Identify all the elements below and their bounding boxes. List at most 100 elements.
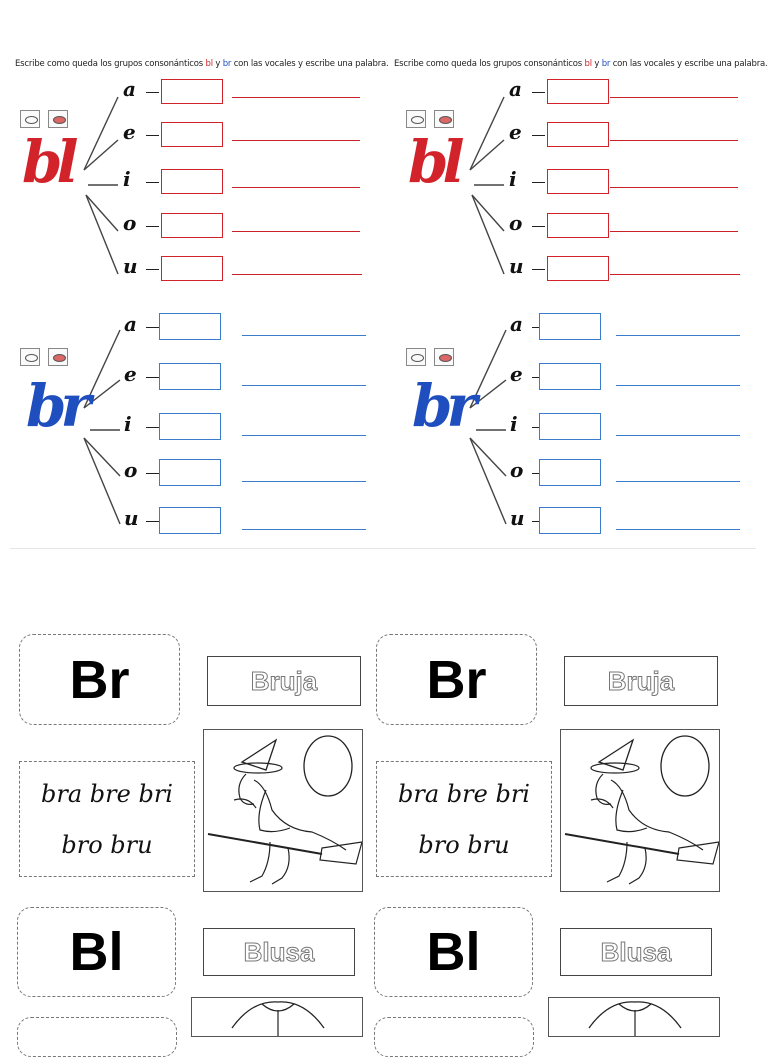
word-box-blusa: Blusa [560, 928, 712, 976]
witch-illustration [203, 729, 363, 892]
word-line-br[interactable] [242, 385, 366, 386]
word-box-bruja: Bruja [207, 656, 361, 706]
word-line-br[interactable] [242, 529, 366, 530]
syllable-box-br[interactable] [159, 459, 221, 486]
syllable-box-bl[interactable] [547, 79, 609, 104]
syllables-row-2: bro bru [418, 830, 510, 859]
syllable-box-bl[interactable] [161, 256, 223, 281]
syllable-box-bl[interactable] [161, 213, 223, 238]
vowel-label: e [123, 120, 136, 144]
vowel-label: o [509, 211, 523, 235]
syllable-box-bl[interactable] [161, 169, 223, 194]
syllable-box-br[interactable] [539, 459, 601, 486]
syllable-box-bl[interactable] [547, 122, 609, 147]
connector-line [469, 379, 507, 409]
dash [532, 135, 545, 136]
word-line-br[interactable] [242, 435, 366, 436]
instruction-part: con las vocales y escribe una palabra. [610, 59, 768, 69]
blouse-illustration [548, 997, 720, 1037]
vowel-label: u [509, 254, 524, 278]
syllable-box-bl[interactable] [161, 79, 223, 104]
dash [146, 226, 159, 227]
connector-line [83, 379, 121, 409]
word-line-bl[interactable] [232, 140, 360, 141]
connector-line [85, 194, 119, 232]
instruction-part: bl [205, 59, 214, 69]
connector-line [83, 437, 121, 525]
dash [532, 182, 545, 183]
connector-line [469, 437, 507, 525]
syllable-box-br[interactable] [159, 507, 221, 534]
dash [532, 521, 545, 522]
syllable-box-br[interactable] [539, 413, 601, 440]
vowel-label: u [510, 506, 525, 530]
syllable-box-bl[interactable] [547, 169, 609, 194]
br-title-card: Br [19, 634, 180, 725]
worksheet-panel: Escribe como queda los grupos consonánti… [378, 0, 768, 548]
word-line-bl[interactable] [232, 231, 360, 232]
word-line-br[interactable] [616, 385, 740, 386]
word-line-br[interactable] [616, 335, 740, 336]
connector-line [83, 437, 121, 477]
word-line-bl[interactable] [610, 187, 738, 188]
word-line-br[interactable] [242, 481, 366, 482]
group-br-label: br [412, 372, 477, 440]
instruction-part: br [222, 59, 232, 69]
connector-line [83, 329, 121, 409]
syllable-box-bl[interactable] [161, 122, 223, 147]
bl-title-card: Bl [374, 907, 533, 997]
br-title-card: Br [376, 634, 537, 725]
syllable-box-bl[interactable] [547, 213, 609, 238]
syllable-box-br[interactable] [539, 363, 601, 390]
instruction-part: bl [584, 59, 593, 69]
instruction-text: Escribe como queda los grupos consonánti… [15, 59, 389, 69]
word-line-bl[interactable] [232, 187, 360, 188]
syllables-row-1: bra bre bri [41, 779, 173, 808]
vowel-label: a [123, 77, 136, 101]
syllable-box-br[interactable] [539, 507, 601, 534]
word-line-br[interactable] [616, 435, 740, 436]
word-line-bl[interactable] [232, 274, 362, 275]
dash [532, 427, 545, 428]
divider [10, 548, 756, 549]
partial-card [17, 1017, 177, 1057]
vowel-label: o [123, 211, 137, 235]
connector-line [471, 194, 505, 275]
syllable-box-br[interactable] [159, 363, 221, 390]
connector-line [469, 139, 505, 171]
dash [146, 92, 159, 93]
vowel-label: a [124, 312, 137, 336]
vowel-label: i [124, 412, 132, 436]
word-box-bruja: Bruja [564, 656, 718, 706]
connector-line [471, 194, 505, 232]
worksheet-panel: Escribe como queda los grupos consonánti… [0, 0, 389, 548]
vowel-label: o [510, 458, 524, 482]
word-line-bl[interactable] [610, 97, 738, 98]
syllable-box-br[interactable] [159, 313, 221, 340]
connector-line [469, 437, 507, 477]
dash [146, 182, 159, 183]
syllables-row-1: bra bre bri [398, 779, 530, 808]
word-line-br[interactable] [616, 481, 740, 482]
dash [146, 473, 159, 474]
connector-line [469, 329, 507, 409]
dash [146, 427, 159, 428]
dash [146, 327, 159, 328]
word-line-br[interactable] [616, 529, 740, 530]
instruction-part: y [212, 59, 223, 69]
word-line-bl[interactable] [610, 274, 740, 275]
connector-lines [83, 96, 121, 525]
syllable-box-bl[interactable] [547, 256, 609, 281]
syllable-box-br[interactable] [539, 313, 601, 340]
mouth-icon [406, 110, 426, 128]
word-line-bl[interactable] [232, 97, 360, 98]
mouth-icon [20, 110, 40, 128]
word-line-bl[interactable] [610, 231, 738, 232]
partial-card [374, 1017, 534, 1057]
word-line-bl[interactable] [610, 140, 738, 141]
vowel-label: i [509, 167, 517, 191]
dash [532, 226, 545, 227]
word-line-br[interactable] [242, 335, 366, 336]
syllable-box-br[interactable] [159, 413, 221, 440]
